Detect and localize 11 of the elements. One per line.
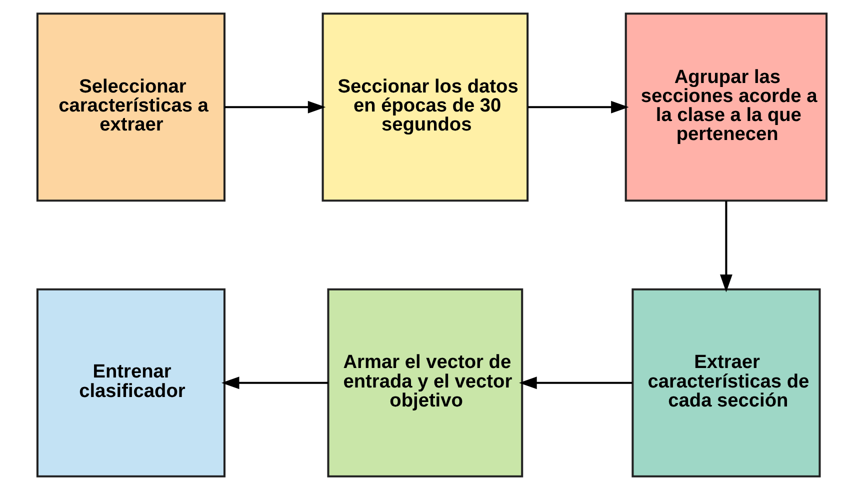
arrow [528,100,629,114]
arrow [221,376,328,390]
arrow [519,376,632,390]
node-box: Agrupar las secciones acorde a la clase a la que pertenecen [624,12,828,202]
arrow [720,200,732,292]
node-box: Seleccionar características a extraer [36,12,226,202]
arrow [224,100,326,114]
node-box: Entrenar clasificador [36,288,226,478]
node-box: Seccionar los datos en épocas de 30 segundos [322,12,529,202]
node-box: Armar el vector de entrada y el vector objetivo [327,288,524,478]
node-box: Extraer características de cada sección [632,288,821,478]
